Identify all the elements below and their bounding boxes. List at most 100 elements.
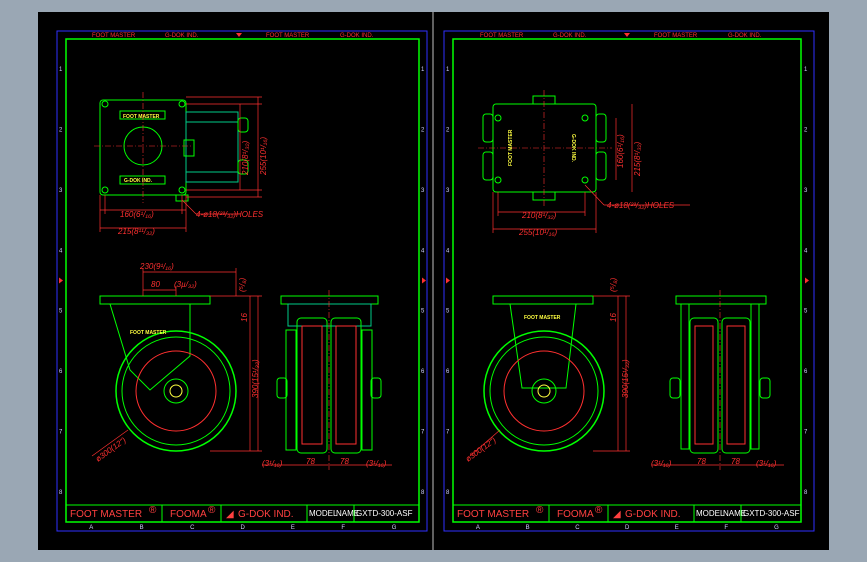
brand-name: G-DOK IND. [238, 509, 294, 520]
part-number: GXTD-300-ASF [356, 509, 413, 518]
zone-label-y: 4 [446, 248, 450, 254]
outer-border [56, 30, 428, 532]
zone-label-y: 2 [59, 128, 63, 134]
dim-label: (3µ/₃₂) [174, 280, 197, 289]
zone-label-y: 2 [446, 128, 450, 134]
zone-label-y: 5 [421, 309, 425, 315]
registered-icon: ® [208, 505, 216, 516]
fork-label: FOOT MASTER [130, 330, 167, 336]
model-label: MODEL [696, 509, 725, 518]
title-block [452, 504, 802, 523]
zone-label-y: 1 [59, 67, 63, 73]
zone-label-y: 8 [59, 490, 63, 496]
dim-label: 80 [151, 280, 160, 289]
dim-label: 390(15¹/₃₂) [251, 359, 260, 398]
plate-label: G-DOK IND. [124, 178, 153, 184]
dim-label: 230(9¹/₁₆) [139, 262, 174, 271]
zone-label-y: 4 [804, 248, 808, 254]
dim-label: (3¹/₁₆) [366, 459, 387, 468]
zone-label-y: 7 [59, 429, 63, 435]
title-block [65, 504, 420, 523]
dim-label: (3¹/₁₆) [651, 459, 672, 468]
zone-label-y: 3 [446, 188, 450, 194]
dim-label: 390(15¹/₃₂) [621, 359, 630, 398]
name-label: NAME [723, 509, 746, 518]
dimension-lines [91, 268, 262, 457]
center-mark-icon [236, 33, 242, 37]
brand-name: FOOT MASTER [70, 509, 142, 520]
header-text: FOOT MASTER [654, 33, 698, 39]
zone-label-x: G [392, 525, 397, 531]
zone-label-y: 6 [804, 369, 808, 375]
brand-name: FOOT MASTER [457, 509, 529, 520]
dim-label: 215(8¹¹/₃₂) [117, 227, 155, 236]
dim-label: 255(10¹/₁₆) [259, 136, 268, 176]
zone-label-y: 1 [421, 67, 425, 73]
center-mark-icon [624, 33, 630, 37]
zone-label-x: D [625, 525, 630, 531]
header-text: G-DOK IND. [340, 33, 374, 39]
zone-label-y: 7 [421, 429, 425, 435]
dim-label: 4-ø18(²³/₃₂)HOLES [196, 210, 264, 219]
dim-label: 255(10¹/₁₆) [518, 228, 558, 237]
zone-label-y: 7 [804, 429, 808, 435]
side-view [99, 295, 237, 452]
zone-label-y: 4 [421, 248, 425, 254]
sheet-right: FOOT MASTER G-DOK IND. FOOT MASTER G-DOK… [443, 30, 815, 532]
header-text: FOOT MASTER [266, 33, 310, 39]
zone-label-x: C [190, 525, 195, 531]
registered-icon: ® [149, 505, 157, 516]
plate-label: FOOT MASTER [123, 114, 160, 120]
plate-label: FOOT MASTER [508, 129, 514, 166]
zone-label-y: 8 [446, 490, 450, 496]
dim-label: 78 [340, 457, 349, 466]
dimension-lines [99, 96, 262, 232]
header-text: G-DOK IND. [553, 33, 587, 39]
front-view [669, 295, 771, 454]
outer-border [443, 30, 815, 532]
zone-label-x: C [575, 525, 580, 531]
brand-logo-icon: ◢ [613, 509, 621, 520]
brand-name: G-DOK IND. [625, 509, 681, 520]
dim-label: 160(6¹/₁₆) [120, 210, 154, 219]
name-label: NAME [336, 509, 359, 518]
fork-label: FOOT MASTER [524, 315, 561, 321]
dim-label: (⁵/₈) [609, 277, 618, 292]
dim-label: (3¹/₁₆) [756, 459, 777, 468]
zone-label-x: E [675, 525, 679, 531]
dim-label: 4-ø18(²³/₃₂)HOLES [607, 201, 675, 210]
dim-label: (⁵/₈) [238, 277, 247, 292]
brand-name: FOOMA [557, 509, 594, 520]
plate-label: G-DOK IND. [570, 134, 576, 163]
zone-label-x: F [724, 525, 728, 531]
dim-label: 215(8¹/₃₂) [633, 141, 642, 177]
dim-label: 16 [240, 313, 249, 322]
part-number: GXTD-300-ASF [743, 509, 800, 518]
zone-label-x: B [140, 525, 144, 531]
zone-label-y: 6 [421, 369, 425, 375]
zone-label-y: 6 [59, 369, 63, 375]
dim-label: 78 [731, 457, 740, 466]
zone-label-y: 3 [804, 188, 808, 194]
center-mark-icon [59, 277, 63, 284]
front-view [276, 295, 382, 454]
dim-label: 210(8¹/₃₂) [521, 211, 557, 220]
zone-label-y: 2 [804, 128, 808, 134]
side-view [483, 295, 605, 452]
zone-label-x: E [291, 525, 295, 531]
zone-label-y: 3 [59, 188, 63, 194]
zone-label-x: B [526, 525, 530, 531]
header-text: G-DOK IND. [728, 33, 762, 39]
header-text: G-DOK IND. [165, 33, 199, 39]
model-label: MODEL [309, 509, 338, 518]
dim-label: 16 [609, 313, 618, 322]
header-text: FOOT MASTER [92, 33, 136, 39]
zone-label-x: G [774, 525, 779, 531]
dim-label: 78 [697, 457, 706, 466]
zone-label-y: 8 [804, 490, 808, 496]
zone-label-y: 5 [59, 309, 63, 315]
zone-label-y: 3 [421, 188, 425, 194]
registered-icon: ® [595, 505, 603, 516]
zone-label-y: 8 [421, 490, 425, 496]
